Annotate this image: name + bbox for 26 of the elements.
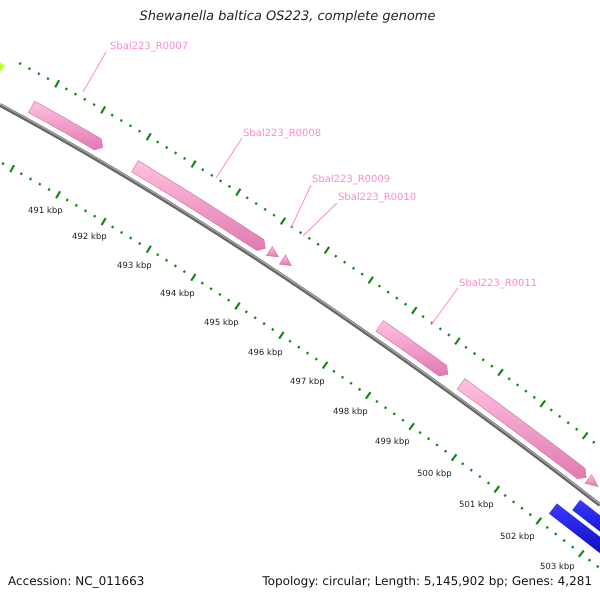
leader-line: [216, 138, 242, 178]
position-label: 497 kbp: [290, 377, 325, 387]
position-label: 493 kbp: [117, 261, 152, 271]
leader-line: [82, 52, 106, 92]
leader-line: [290, 184, 312, 228]
genome-info-text: Topology: circular; Length: 5,145,902 bp; Genes: 4,281: [262, 574, 592, 588]
position-label: 498 kbp: [333, 407, 368, 417]
position-label: 496 kbp: [248, 348, 283, 358]
position-label: 495 kbp: [204, 318, 239, 328]
feature-label: Sbal223_R0008: [243, 128, 322, 140]
position-label: 502 kbp: [500, 532, 535, 542]
accession-text: Accession: NC_011663: [8, 574, 144, 588]
feature-label: Sbal223_R0007: [110, 41, 188, 53]
leader-line: [302, 202, 338, 236]
position-label: 503 kbp: [540, 562, 575, 572]
title: Shewanella baltica OS223, complete genome: [138, 9, 436, 24]
position-label: 501 kbp: [459, 500, 494, 510]
position-label: 494 kbp: [160, 289, 195, 299]
position-label: 491 kbp: [28, 206, 63, 216]
position-label: 500 kbp: [417, 469, 452, 479]
feature-label: Sbal223_R0010: [338, 192, 416, 204]
position-label: 499 kbp: [375, 437, 410, 447]
leader-line: [430, 288, 458, 326]
feature-label: Sbal223_R0009: [312, 174, 390, 186]
position-label: 492 kbp: [72, 232, 107, 242]
feature-label: Sbal223_R0011: [459, 278, 538, 290]
